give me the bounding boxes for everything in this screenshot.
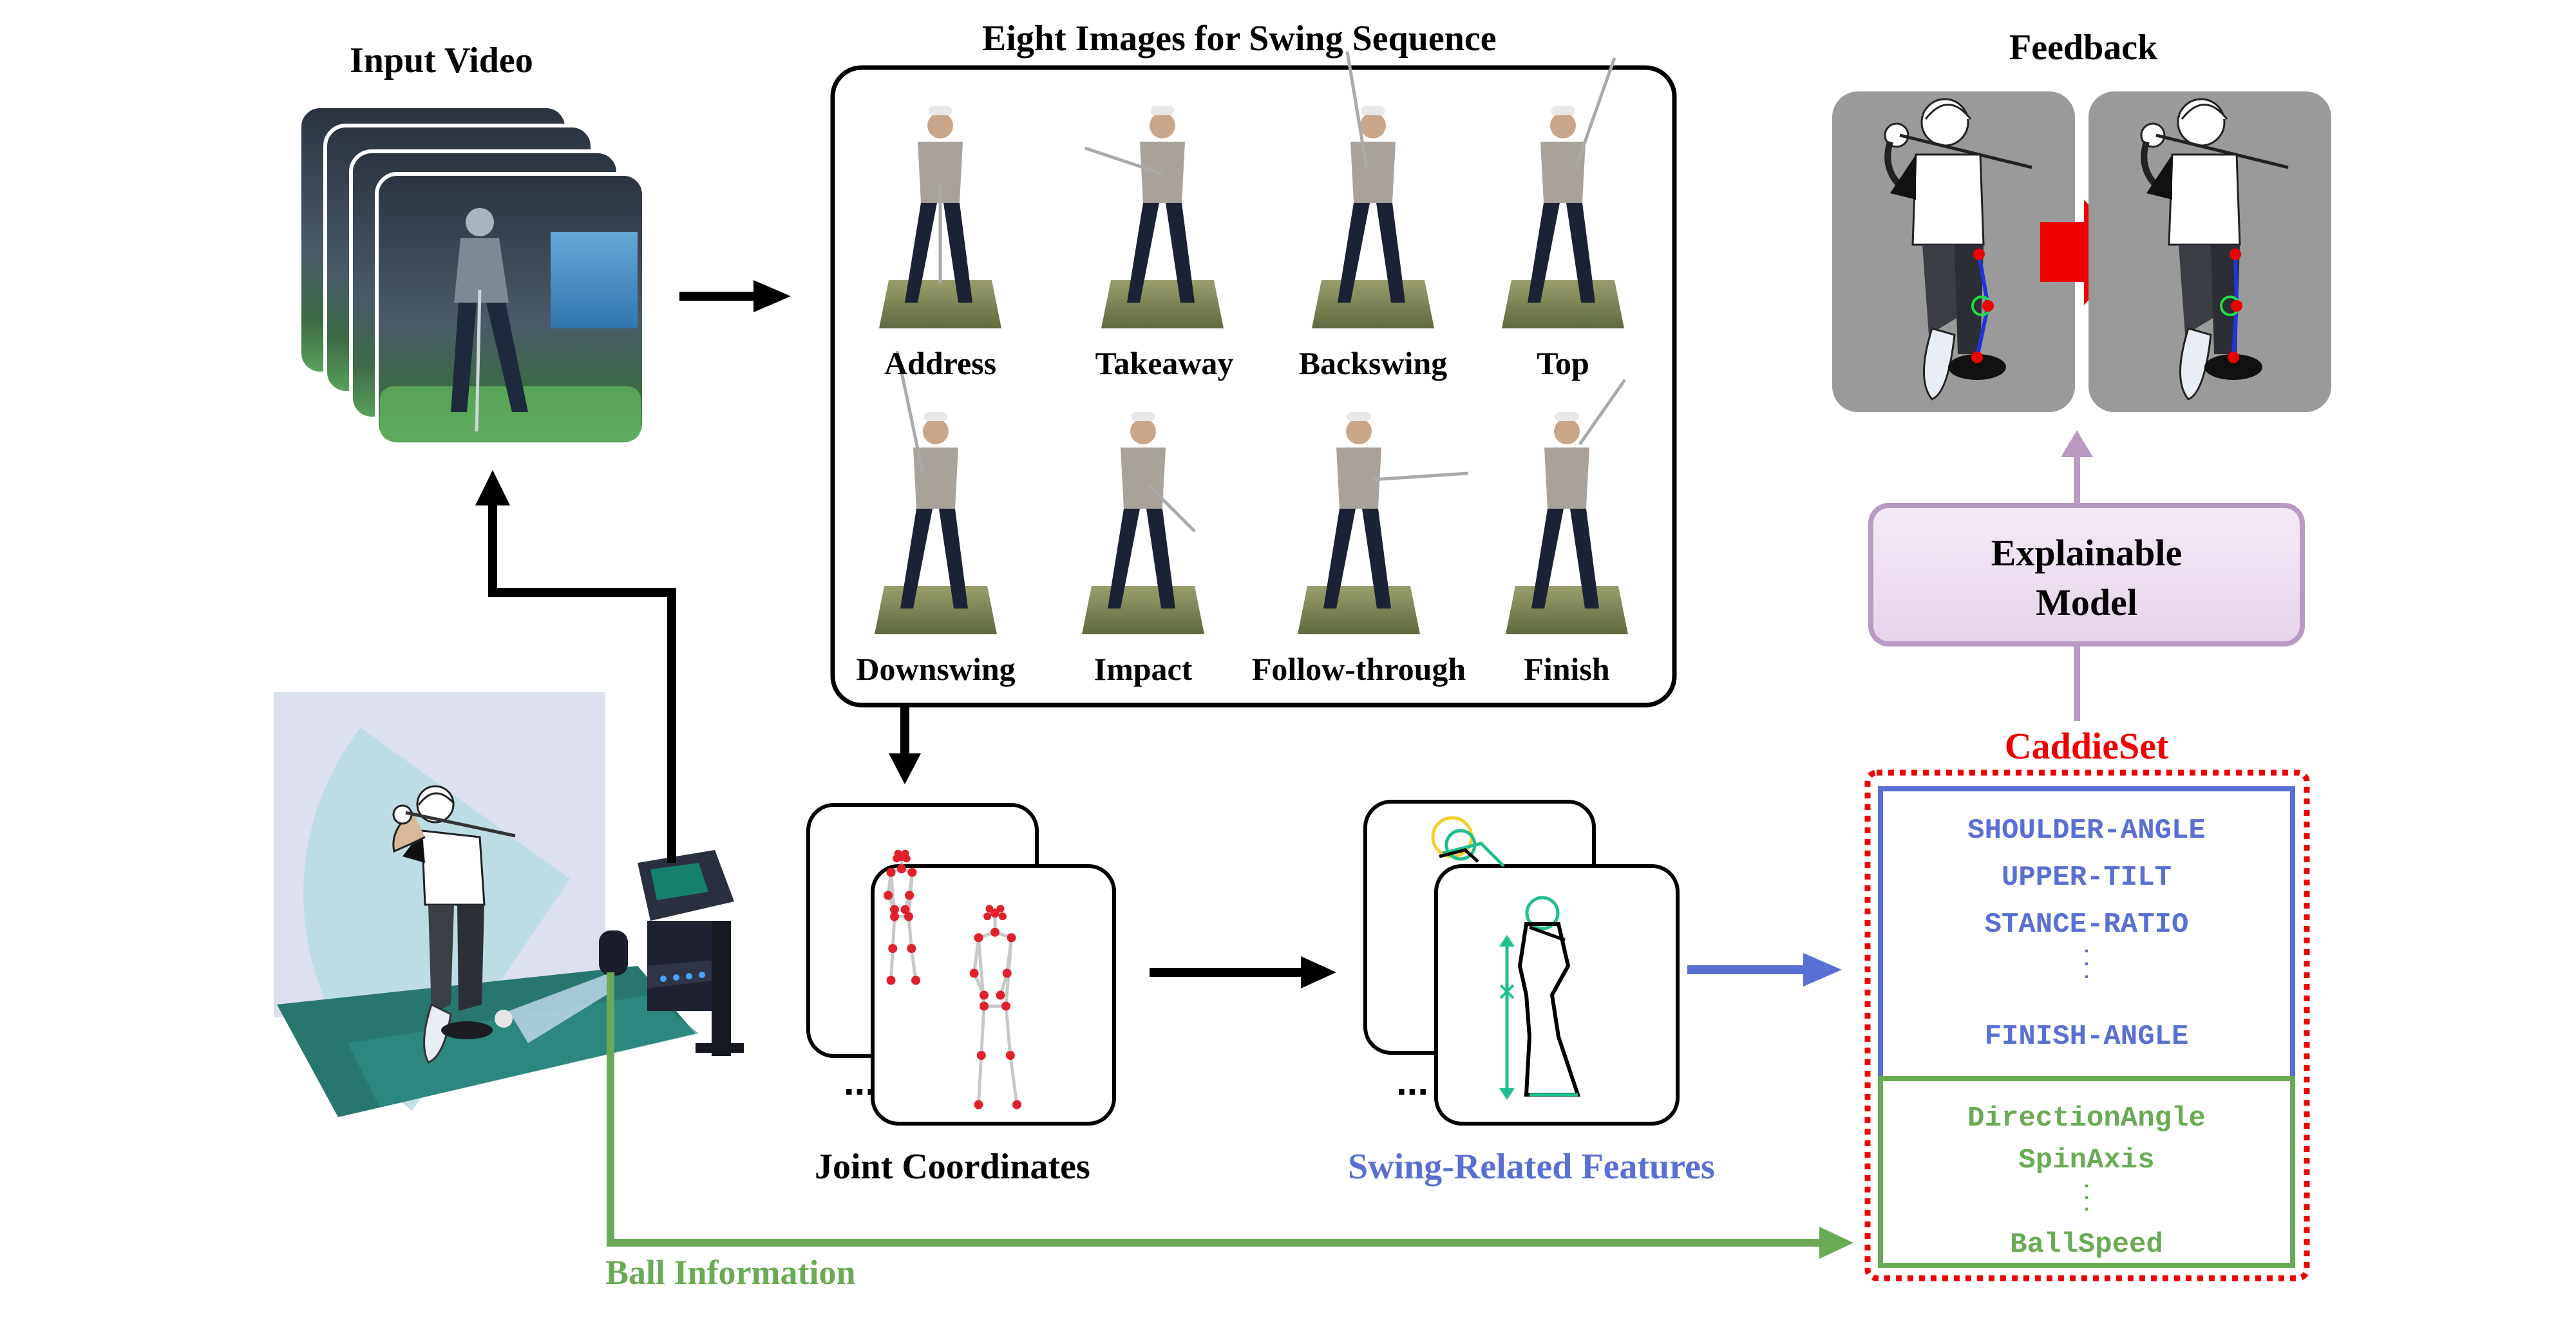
- ball-information-label: Ball Information: [605, 1253, 856, 1292]
- swing-phase-image: [879, 106, 1001, 328]
- swing-feature-ellipsis: . . .: [2080, 937, 2093, 985]
- feedback-golfer: [1884, 98, 2032, 401]
- eight-images-title: Eight Images for Swing Sequence: [982, 19, 1497, 59]
- swing-phase-image: [1506, 379, 1628, 634]
- swing-phase-image: [1298, 412, 1469, 634]
- joints-to-features-arrow: [1150, 956, 1336, 988]
- explainable-model-box: [1868, 503, 2305, 646]
- swing-phase-image: [1084, 106, 1224, 328]
- caddieset-label: CaddieSet: [2004, 725, 2169, 767]
- phase-label: Finish: [1524, 651, 1610, 687]
- stack-ellipsis: ...: [1396, 1060, 1428, 1103]
- swing-features-label: Swing-Related Features: [1348, 1147, 1715, 1187]
- feedback-image-before: [1832, 91, 2075, 412]
- caddieset-box: [1864, 769, 2310, 1281]
- golfer-illustration: [274, 692, 744, 1117]
- phase-label: Follow-through: [1251, 651, 1466, 687]
- phase-label: Backswing: [1298, 345, 1448, 381]
- swing-phase-image: [1082, 412, 1204, 634]
- phase-label: Address: [884, 345, 997, 381]
- phase-label: Top: [1537, 345, 1589, 381]
- feature-overlay-front: [1499, 896, 1581, 1100]
- input-video-stack: [298, 104, 646, 446]
- skeleton-back: [884, 849, 920, 985]
- ball-feature-item: SpinAxis: [2018, 1144, 2155, 1176]
- ball-feature-ellipsis: . . .: [2080, 1172, 2093, 1217]
- panel-to-joints-arrow: [889, 705, 921, 784]
- ball-feature-box: [1878, 1076, 2295, 1268]
- feedback-image-after: [2088, 91, 2331, 412]
- right-arrow-icon: [2040, 200, 2132, 305]
- swing-phase-image: [1502, 57, 1624, 328]
- eight-images-panel: [830, 51, 1677, 708]
- input-video-title: Input Video: [350, 41, 533, 80]
- camera-icon: [599, 930, 628, 976]
- ball-feature-item: DirectionAngle: [1967, 1102, 2206, 1135]
- swing-feature-item: UPPER-TILT: [2001, 862, 2172, 894]
- model-to-feedback-arrow: [2061, 430, 2093, 505]
- swing-phase-image: [1312, 51, 1434, 328]
- skeleton-front: [969, 905, 1021, 1109]
- swing-feature-item: STANCE-RATIO: [1984, 909, 2189, 941]
- feedback-golfer: [2140, 98, 2289, 401]
- joint-coordinates-cards: ...: [806, 803, 1116, 1126]
- phase-label: Takeaway: [1095, 345, 1234, 381]
- joint-coordinates-label: Joint Coordinates: [815, 1147, 1090, 1187]
- swing-feature-item: SHOULDER-ANGLE: [1967, 815, 2206, 847]
- features-to-caddieset-arrow: [1687, 953, 1842, 986]
- phase-label: Impact: [1094, 651, 1193, 687]
- feedback-title: Feedback: [2009, 28, 2158, 68]
- ball-information-arrow: [607, 972, 1853, 1259]
- phase-label: Downswing: [856, 651, 1016, 687]
- simulator-kiosk-icon: [638, 850, 744, 1056]
- swing-feature-item: FINISH-ANGLE: [1984, 1021, 2189, 1053]
- swing-feature-cards: ...: [1363, 800, 1680, 1126]
- explainable-model-label-line2: Model: [2036, 581, 2137, 623]
- ball-feature-item: BallSpeed: [2010, 1229, 2163, 1261]
- swing-phase-image: [875, 350, 997, 634]
- video-frame-front: [375, 172, 646, 446]
- feature-overlay-back: [1431, 816, 1505, 867]
- stack-ellipsis: ...: [844, 1060, 876, 1103]
- video-to-panel-arrow: [679, 280, 791, 312]
- feedback-panel: [1832, 91, 2331, 412]
- explainable-model-label-line1: Explainable: [1991, 532, 2183, 574]
- kiosk-to-video-arrow: [475, 470, 676, 863]
